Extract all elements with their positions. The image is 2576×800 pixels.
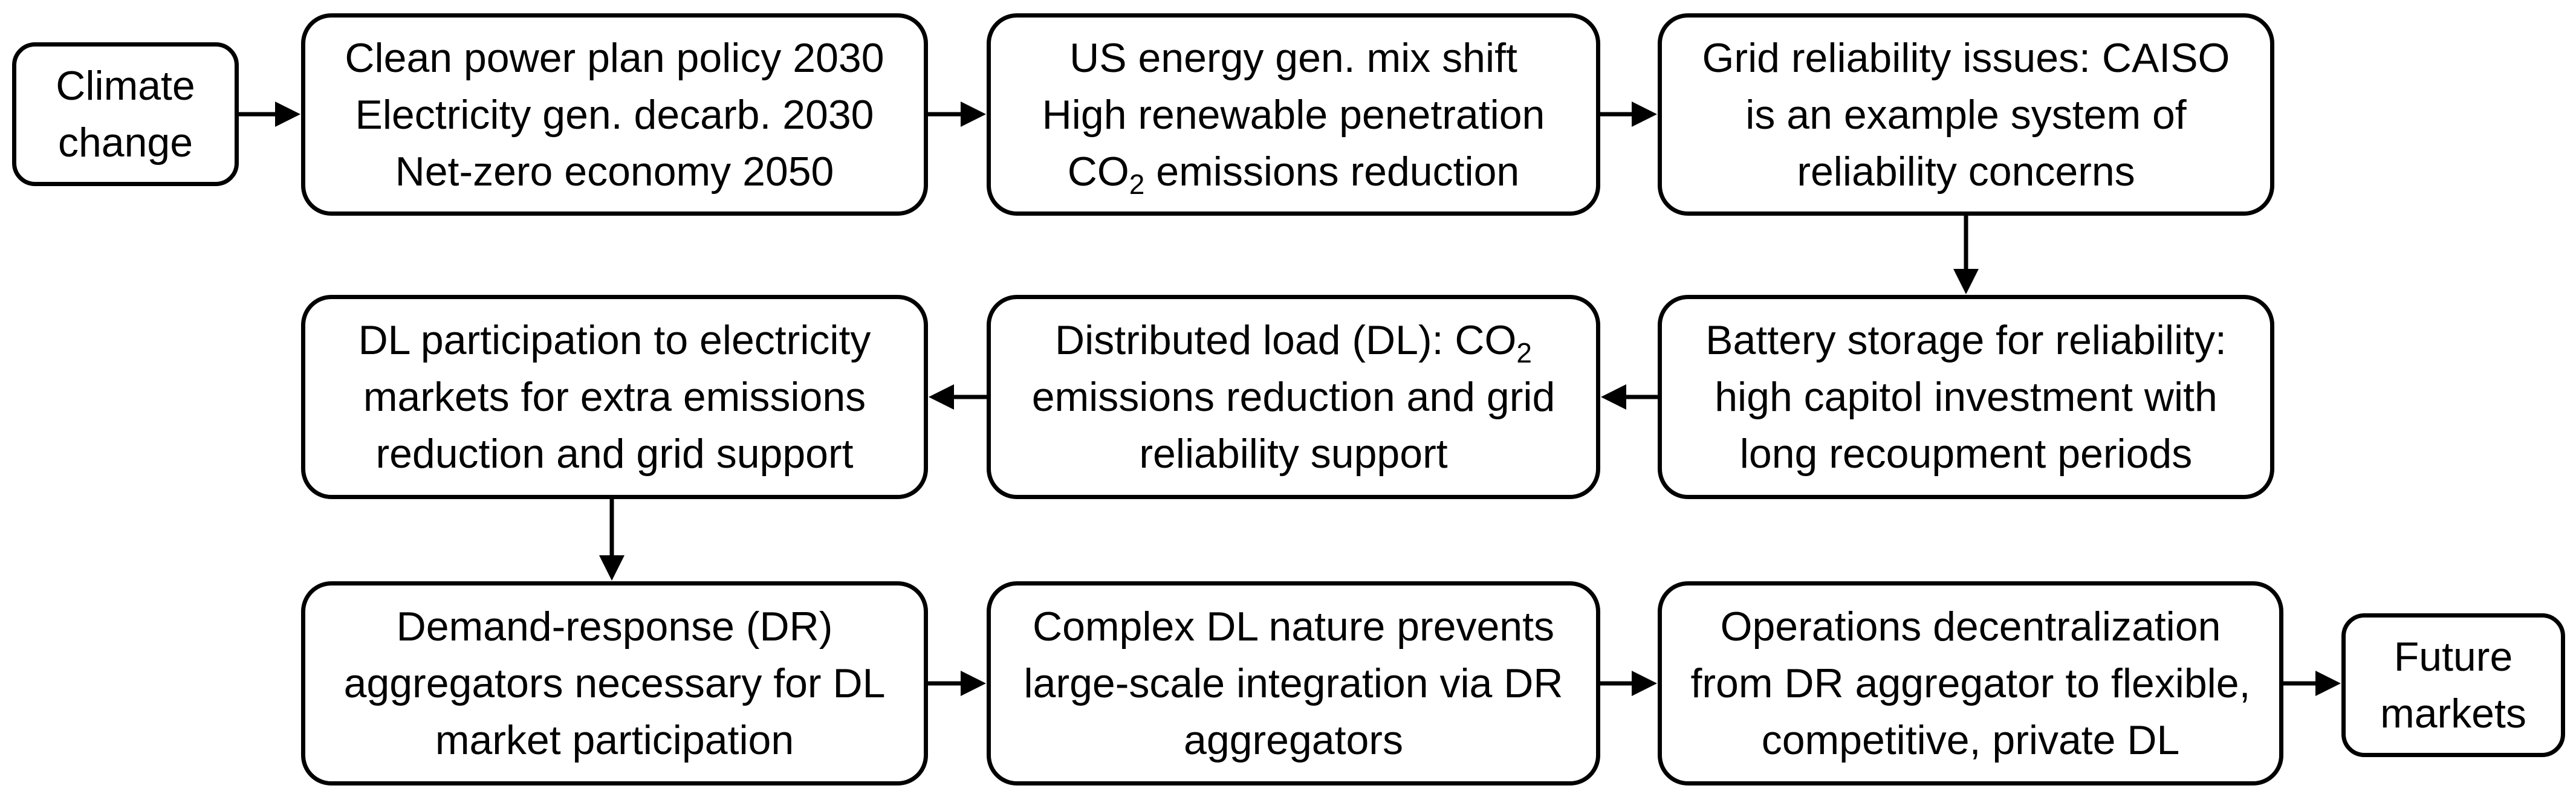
node-battery-storage: Battery storage for reliability: high ca… (1658, 295, 2274, 499)
node-text-fragment: emissions reduction (1144, 148, 1520, 195)
node-text-line: change (57, 120, 193, 166)
node-energy-mix-shift: US energy gen. mix shift High renewable … (987, 13, 1600, 216)
node-text-line: Clean power plan policy 2030 (345, 34, 884, 81)
node-text-line: Grid reliability issues: CAISO (1702, 34, 2230, 81)
node-text-line: Future (2393, 634, 2513, 680)
node-text-line: High renewable penetration (1042, 91, 1545, 138)
subscript-two: 2 (1129, 168, 1145, 200)
node-text-line: Electricity gen. decarb. 2030 (355, 91, 874, 138)
node-dr-aggregators: Demand-response (DR) aggregators necessa… (301, 581, 928, 785)
node-text-line: Distributed load (DL): CO2 (1055, 312, 1532, 369)
node-grid-reliability: Grid reliability issues: CAISO is an exa… (1658, 13, 2274, 216)
node-future-markets: Future markets (2341, 613, 2565, 757)
node-policy: Clean power plan policy 2030 Electricity… (301, 13, 928, 216)
node-text-line: CO2 emissions reduction (1068, 143, 1519, 200)
node-text-line: Complex DL nature prevents (1032, 604, 1554, 650)
node-text-line: Net-zero economy 2050 (395, 148, 834, 195)
node-operations-decentralization: Operations decentralization from DR aggr… (1658, 581, 2283, 785)
node-text-line: emissions reduction and grid (1031, 374, 1556, 420)
node-text-line: long recoupment periods (1739, 431, 2193, 477)
node-text-line: market participation (435, 717, 794, 763)
node-text-line: is an example system of (1745, 91, 2187, 138)
node-text-line: Climate (56, 63, 195, 109)
node-complex-dl: Complex DL nature prevents large-scale i… (987, 581, 1600, 785)
node-text-line: US energy gen. mix shift (1069, 34, 1517, 81)
node-distributed-load: Distributed load (DL): CO2 emissions red… (987, 295, 1600, 499)
node-text-line: aggregators necessary for DL (343, 660, 886, 706)
node-text-line: markets (2380, 691, 2526, 737)
node-text-line: competitive, private DL (1761, 717, 2180, 763)
node-text-line: from DR aggregator to flexible, (1690, 660, 2251, 706)
node-text-line: Operations decentralization (1720, 604, 2221, 650)
subscript-two: 2 (1516, 337, 1532, 369)
node-climate-change: Climate change (12, 42, 239, 186)
node-text-fragment: Distributed load (DL): CO (1055, 317, 1517, 363)
node-text-line: reduction and grid support (375, 431, 854, 477)
node-text-line: high capitol investment with (1715, 374, 2218, 420)
node-text-line: Demand-response (DR) (396, 604, 833, 650)
node-text-line: Battery storage for reliability: (1705, 317, 2227, 363)
co2-text: CO (1067, 148, 1129, 195)
node-text-line: reliability support (1139, 431, 1448, 477)
node-text-line: reliability concerns (1797, 148, 2135, 195)
node-text-line: DL participation to electricity (358, 317, 871, 363)
node-text-line: aggregators (1184, 717, 1403, 763)
node-dl-participation: DL participation to electricity markets … (301, 295, 928, 499)
node-text-line: large-scale integration via DR (1024, 660, 1563, 706)
node-text-line: markets for extra emissions (363, 374, 866, 420)
